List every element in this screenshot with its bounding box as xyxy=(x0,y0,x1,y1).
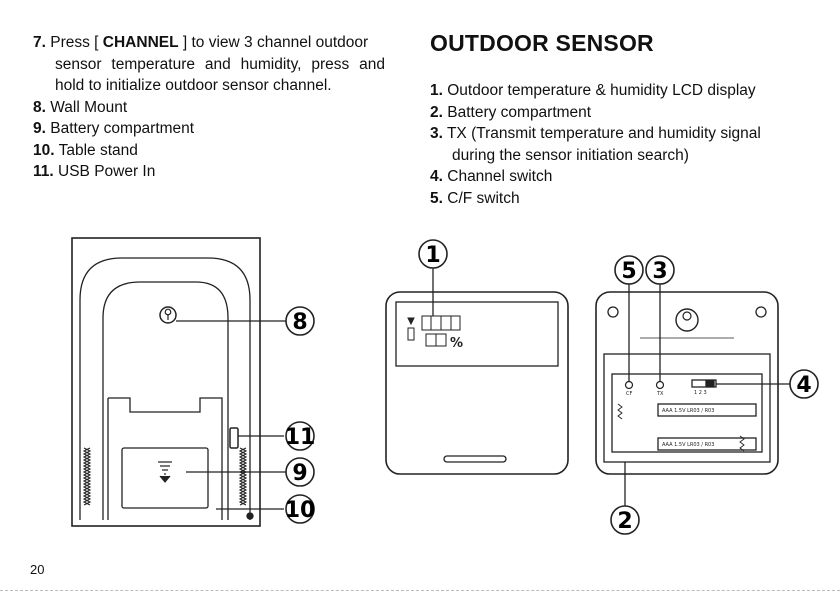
list-item: 5. C/F switch xyxy=(430,189,520,207)
battery-cover xyxy=(121,447,209,509)
station-inner-panel xyxy=(102,281,229,520)
svg-text:5: 5 xyxy=(621,259,636,284)
lcd-display xyxy=(395,301,559,367)
callout-9: 9 xyxy=(285,457,315,487)
battery-well xyxy=(611,373,763,453)
wall-mount-icon xyxy=(159,306,177,324)
list-item: 3. TX (Transmit temperature and humidity… xyxy=(430,125,761,142)
callout-1: 1 xyxy=(418,239,448,269)
station-body xyxy=(71,237,261,527)
svg-text:1 2 3: 1 2 3 xyxy=(694,390,707,396)
front-slot xyxy=(443,455,507,463)
screw-hole xyxy=(755,306,767,318)
list-item: 1. Outdoor temperature & humidity LCD di… xyxy=(430,82,756,99)
battery-compartment xyxy=(603,353,771,463)
svg-text:%: % xyxy=(450,336,463,351)
list-item: 8. Wall Mount xyxy=(33,98,128,116)
callout-11: 11 xyxy=(285,421,316,451)
list-item: 10. Table stand xyxy=(33,141,138,159)
wall-mount-icon xyxy=(675,308,699,332)
page-number: 20 xyxy=(30,562,45,577)
station-back-diagram xyxy=(71,237,286,527)
sensor-back-labels: CF TX 1 2 3 AAA 1.5V LR03 / R03 AAA 1.5V… xyxy=(626,390,714,448)
sensor-front-diagram: % xyxy=(385,268,569,475)
callout-4: 4 xyxy=(789,369,819,399)
svg-text:1: 1 xyxy=(425,243,440,268)
table-stand xyxy=(108,397,223,520)
sensor-parts-list: 1. Outdoor temperature & humidity LCD di… xyxy=(430,80,782,209)
left-vent-grill xyxy=(82,447,92,506)
callout-3: 3 xyxy=(645,255,675,285)
battery-arrow-icon xyxy=(158,461,172,483)
station-back-panel xyxy=(79,257,251,520)
tx-button xyxy=(655,380,665,390)
callout-8: 8 xyxy=(285,306,315,336)
list-item: 11. USB Power In xyxy=(33,163,156,180)
battery-2 xyxy=(657,437,757,451)
sensor-back-body xyxy=(595,291,779,475)
list-item: 7. Press [ CHANNEL ] to view 3 channel o… xyxy=(33,34,369,51)
sensor-back-diagram xyxy=(595,284,790,506)
svg-text:AAA 1.5V LR03 / R03: AAA 1.5V LR03 / R03 xyxy=(662,408,714,414)
svg-text:AAA 1.5V LR03 / R03: AAA 1.5V LR03 / R03 xyxy=(662,442,714,448)
svg-text:11: 11 xyxy=(285,425,316,450)
list-item: 2. Battery compartment xyxy=(430,103,592,121)
list-item-continuation: sensor temperature and humidity, press a… xyxy=(55,55,385,95)
list-item: 4. Channel switch xyxy=(430,168,553,185)
sensor-front-body xyxy=(385,291,569,475)
bottom-rule xyxy=(0,590,840,591)
svg-text:8: 8 xyxy=(292,310,307,335)
screw-hole xyxy=(607,306,619,318)
svg-text:2: 2 xyxy=(617,509,632,534)
channel-keyword: CHANNEL xyxy=(102,34,179,51)
lcd-digits xyxy=(407,315,461,347)
svg-text:9: 9 xyxy=(292,461,307,486)
list-item: 9. Battery compartment xyxy=(33,120,195,137)
right-vent-grill xyxy=(238,447,248,506)
svg-text:CF: CF xyxy=(626,391,632,397)
svg-text:TX: TX xyxy=(656,391,664,397)
svg-text:10: 10 xyxy=(285,498,316,523)
section-title: OUTDOOR SENSOR xyxy=(430,30,654,56)
callout-2: 2 xyxy=(610,505,640,535)
battery-1 xyxy=(657,403,757,417)
cf-switch xyxy=(624,380,634,390)
station-parts-list: 7. Press [ CHANNEL ] to view 3 channel o… xyxy=(33,32,385,183)
spring-icon xyxy=(617,403,623,420)
list-item-continuation: during the sensor initiation search) xyxy=(452,146,689,164)
svg-text:3: 3 xyxy=(652,259,667,284)
callout-5: 5 xyxy=(614,255,644,285)
spring-icon xyxy=(739,435,745,452)
callout-10: 10 xyxy=(285,494,316,524)
svg-text:4: 4 xyxy=(796,373,811,398)
stand-dot xyxy=(246,512,254,520)
usb-port xyxy=(229,427,239,449)
